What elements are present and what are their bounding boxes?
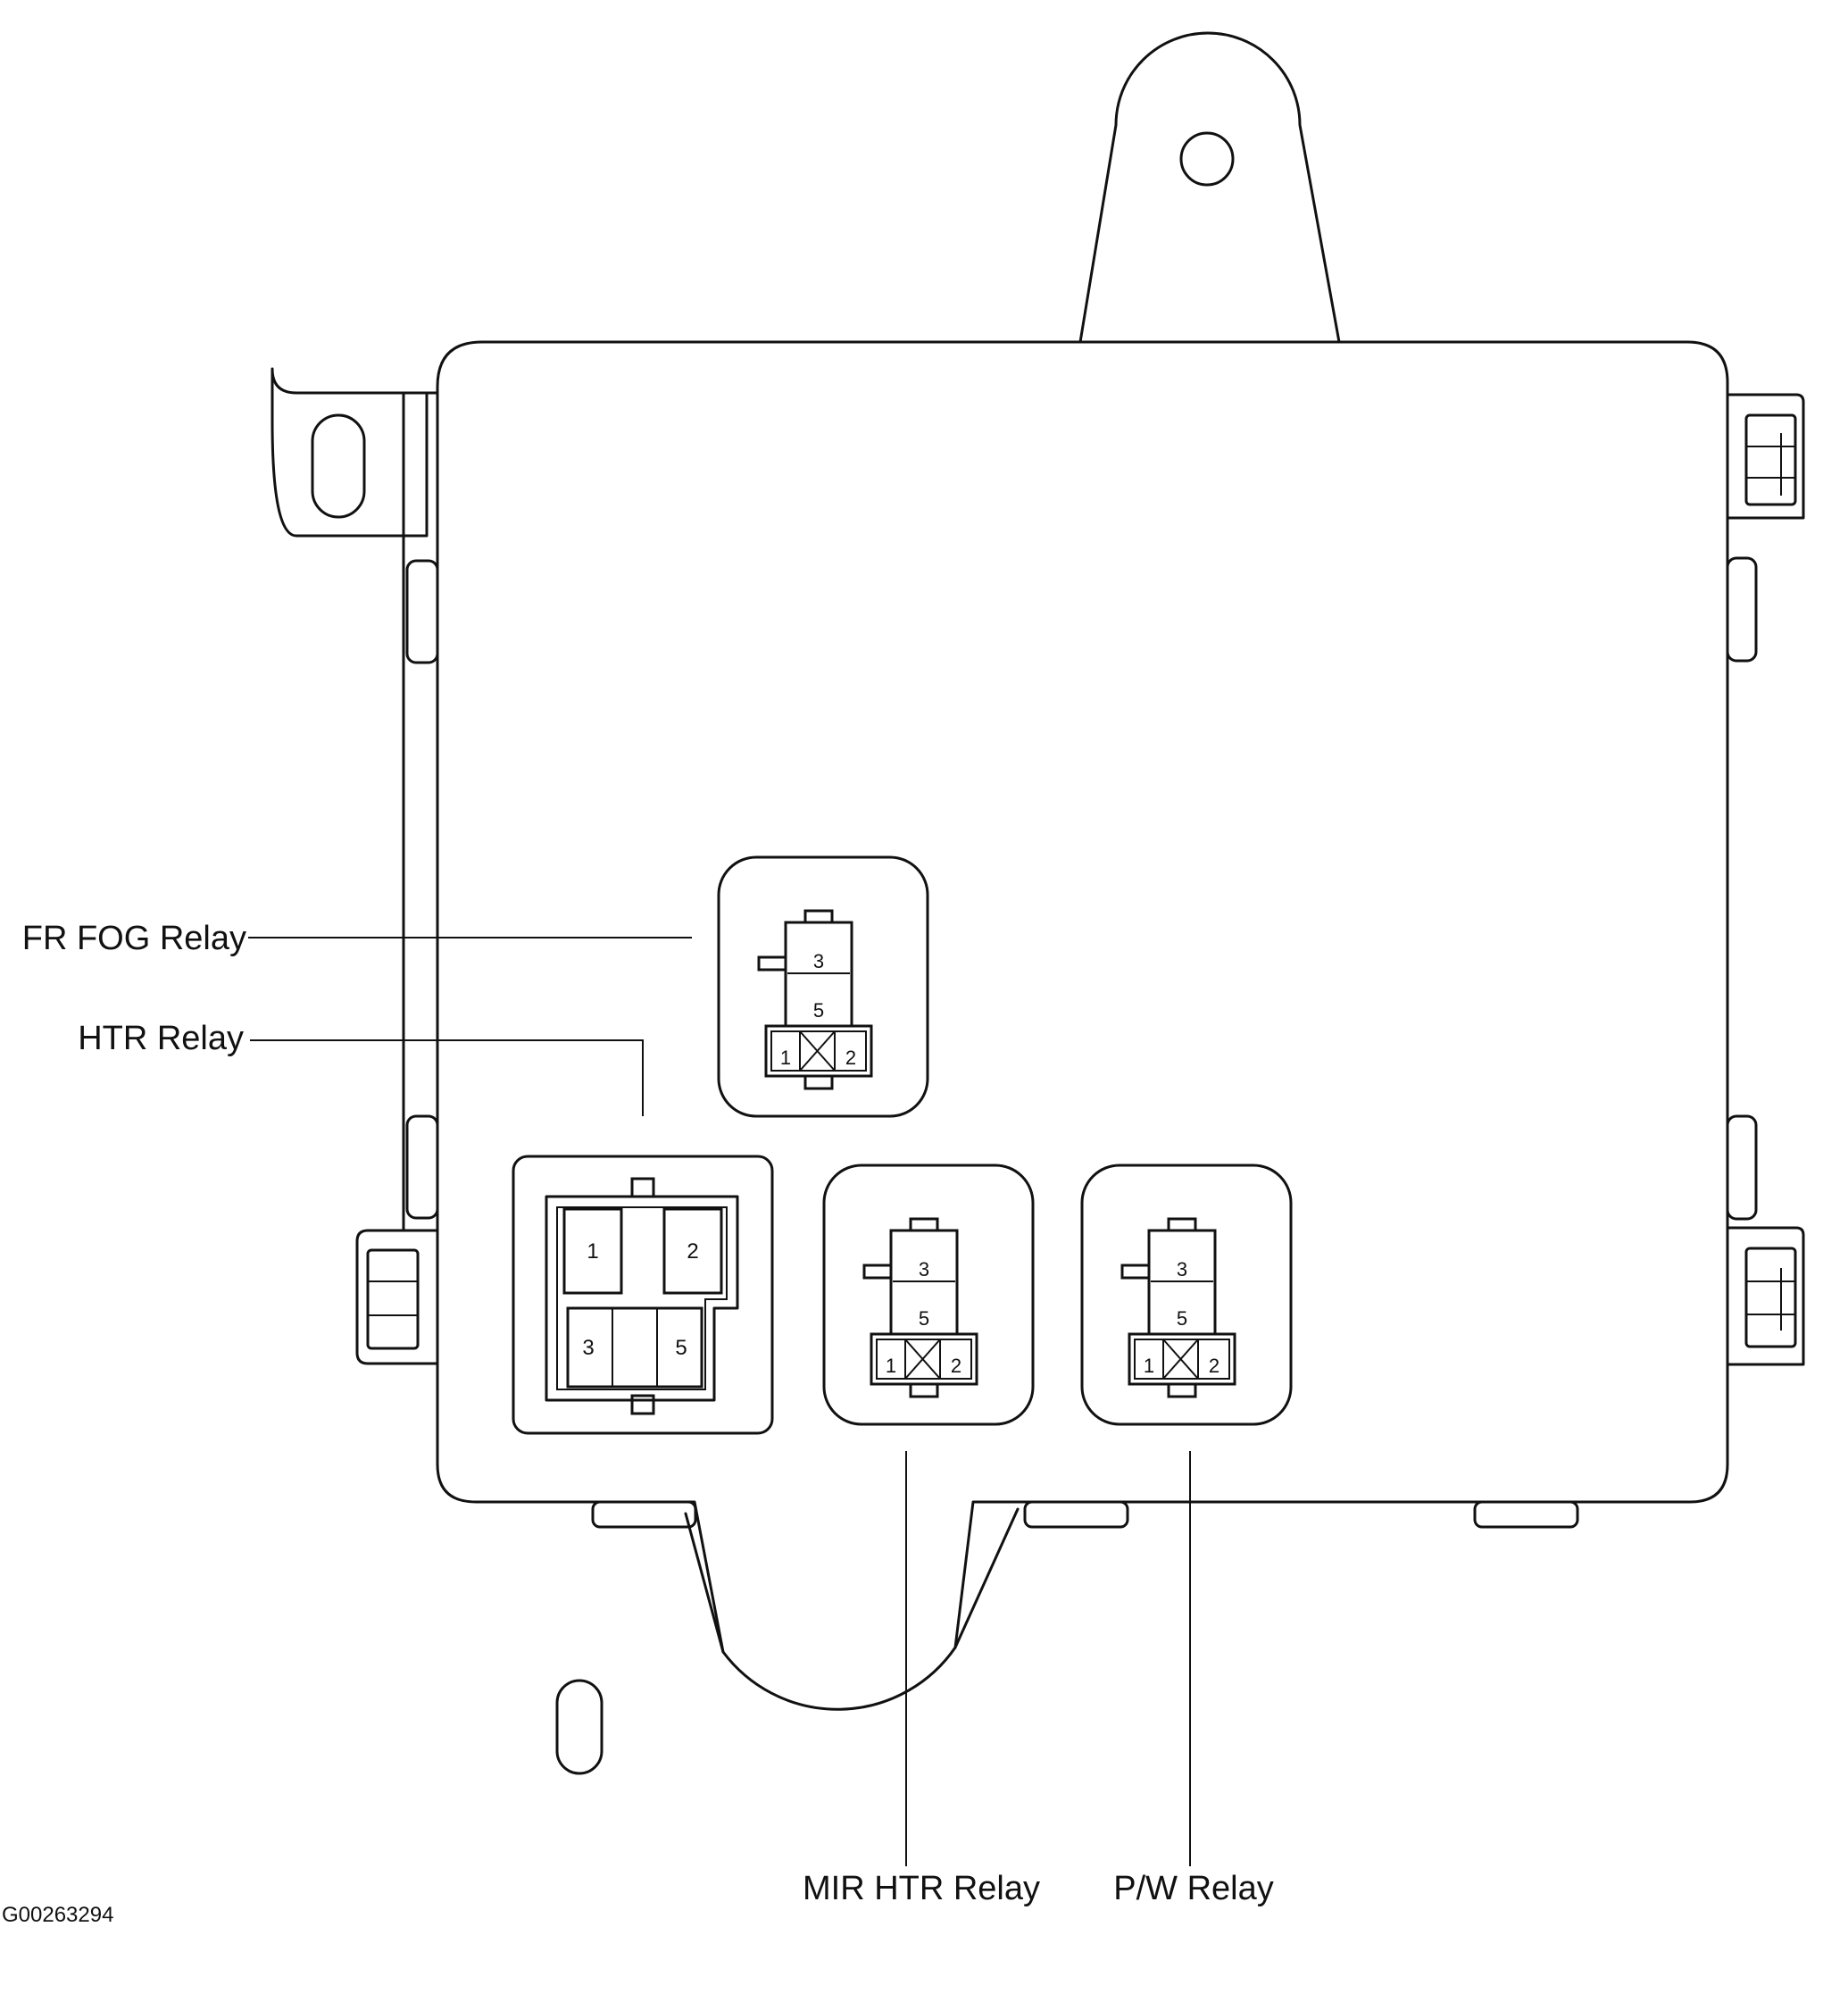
pin-5-label: 5	[1177, 1307, 1187, 1330]
leader-lines	[248, 937, 1191, 1866]
pin-3-label: 3	[919, 1258, 929, 1280]
pin-1-label: 1	[587, 1239, 598, 1264]
pw-relay-socket[interactable]: 3 5 1 2	[1080, 1164, 1293, 1426]
top-mounting-hole	[1179, 131, 1235, 187]
figure-code: G00263294	[2, 1903, 113, 1927]
pin-3-label: 3	[813, 950, 824, 972]
htr-relay-label: HTR Relay	[78, 1020, 244, 1057]
mir-htr-relay-socket[interactable]: 3 5 1 2	[822, 1164, 1035, 1426]
fr-fog-relay-socket[interactable]: 3 5 1 2	[717, 855, 929, 1118]
pw-relay-label: P/W Relay	[1113, 1870, 1273, 1907]
pin-5-label: 5	[813, 999, 824, 1022]
left-mounting-slot	[311, 413, 366, 519]
htr-relay-socket[interactable]: 1 2 3 5	[512, 1155, 774, 1435]
bottom-mounting-slot	[555, 1679, 604, 1775]
fr-fog-relay-label: FR FOG Relay	[22, 920, 246, 957]
pin-1-label: 1	[886, 1355, 896, 1377]
pin-2-label: 2	[845, 1047, 856, 1069]
pin-2-label: 2	[687, 1239, 698, 1264]
pin-1-label: 1	[1144, 1355, 1154, 1377]
relay-block-housing	[271, 31, 1805, 1775]
pin-3-label: 3	[582, 1336, 594, 1360]
pin-2-label: 2	[951, 1355, 961, 1377]
pin-5-label: 5	[675, 1336, 687, 1360]
mir-htr-relay-label: MIR HTR Relay	[803, 1870, 1040, 1907]
pin-5-label: 5	[919, 1307, 929, 1330]
pin-3-label: 3	[1177, 1258, 1187, 1280]
pin-1-label: 1	[780, 1047, 791, 1069]
pin-2-label: 2	[1209, 1355, 1220, 1377]
